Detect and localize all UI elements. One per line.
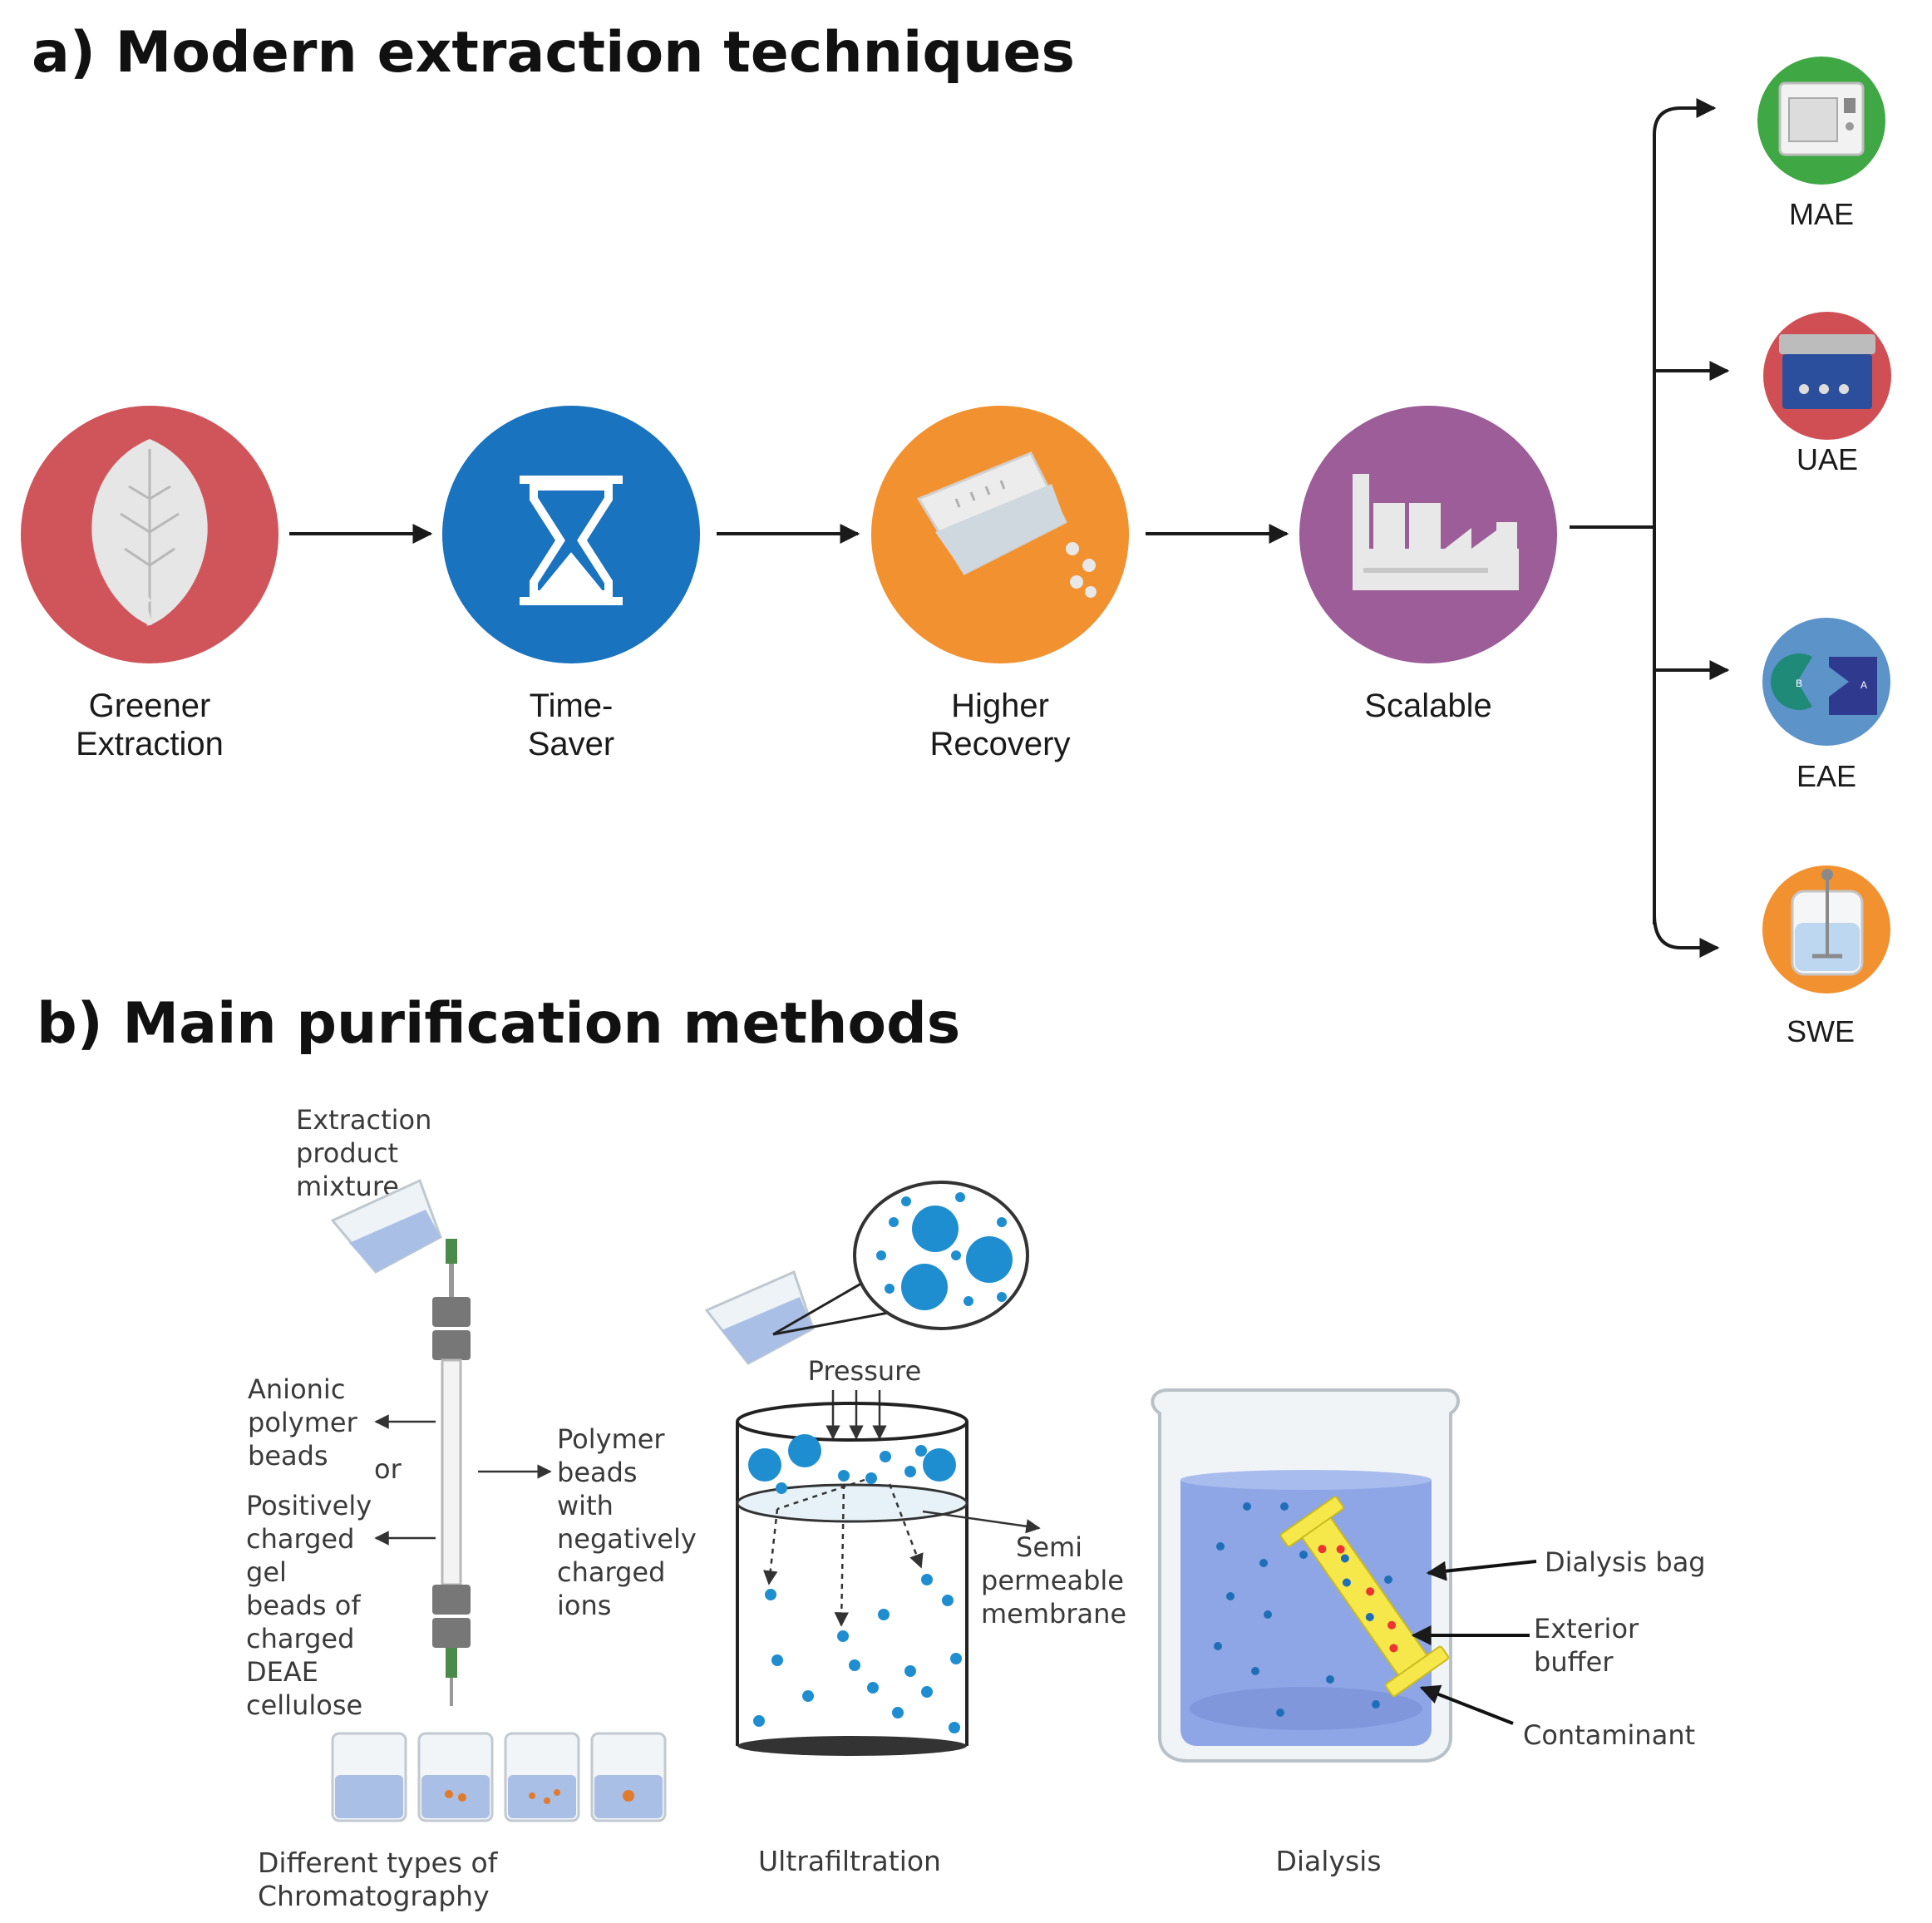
step-label-line1: Higher	[951, 688, 1049, 724]
polymer-label-line6: ions	[557, 1590, 611, 1621]
chromatography-caption-line2: Chromatography	[258, 1880, 490, 1912]
chromatography-panel: Extraction product mixture Anionic polym…	[246, 1104, 697, 1912]
positive-label-line2: charged	[246, 1523, 354, 1555]
method-swe: SWE	[1762, 865, 1890, 1048]
polymer-label-line2: beads	[557, 1457, 638, 1488]
mixture-label-line1: Extraction	[296, 1104, 431, 1136]
beaker-pour-icon	[916, 451, 1097, 598]
molecule-zoom-icon	[853, 1181, 1029, 1330]
section-a-title: a) Modern extraction techniques	[32, 20, 1075, 86]
membrane-label-line2: permeable	[981, 1565, 1124, 1596]
svg-text:A: A	[1861, 679, 1867, 691]
step-higher-recovery: Higher Recovery	[871, 406, 1129, 762]
fraction-beakers-icon	[331, 1732, 667, 1822]
factory-icon	[1353, 474, 1519, 590]
method-eae: B A EAE	[1762, 618, 1890, 793]
positive-label-line1: Positively	[246, 1490, 372, 1521]
dialysis-beaker-icon	[1151, 1388, 1460, 1763]
contaminant-pointer	[1419, 1684, 1514, 1725]
zoom-line	[772, 1308, 907, 1336]
anionic-label-line3: beads	[248, 1440, 328, 1472]
microwave-icon	[1778, 81, 1865, 156]
step-label-line1: Time-	[530, 688, 614, 724]
membrane-label-line3: membrane	[981, 1598, 1126, 1630]
polymer-label-line4: negatively	[557, 1523, 697, 1555]
dialysis-caption: Dialysis	[1275, 1845, 1381, 1877]
step-greener-extraction: Greener Extraction	[21, 406, 278, 762]
polymer-label-line1: Polymer	[557, 1423, 665, 1455]
step-label-line1: Greener	[89, 688, 211, 724]
ultrafiltration-caption: Ultrafiltration	[758, 1845, 941, 1877]
exterior-buffer-label-line2: buffer	[1534, 1646, 1614, 1678]
pressure-label: Pressure	[808, 1355, 922, 1387]
anionic-label-line1: Anionic	[248, 1373, 345, 1405]
method-label: MAE	[1789, 197, 1854, 231]
dialysis-bag-pointer	[1426, 1560, 1537, 1581]
positive-label-line5: charged	[246, 1623, 354, 1654]
polymer-label-line5: charged	[557, 1556, 665, 1588]
ultrafiltration-panel: Pressure	[704, 1181, 1126, 1877]
pouring-beaker-icon	[704, 1270, 815, 1365]
step-label-line2: Extraction	[76, 726, 224, 762]
polymer-label-line3: with	[557, 1490, 614, 1521]
chromatography-column-icon	[432, 1239, 471, 1706]
positive-label-line7: cellulose	[246, 1689, 362, 1721]
section-b-title: b) Main purification methods	[37, 991, 960, 1057]
step-label-line2: Recovery	[930, 726, 1071, 762]
step-scalable: Scalable	[1299, 406, 1557, 724]
positive-label-line4: beads of	[246, 1590, 361, 1621]
dialysis-panel: Dialysis bag Exterior buffer Contaminant…	[1151, 1388, 1706, 1877]
svg-text:B: B	[1796, 678, 1802, 689]
positive-label-line3: gel	[246, 1556, 287, 1588]
positive-label-line6: DEAE	[246, 1656, 318, 1688]
step-time-saver: Time- Saver	[442, 406, 700, 762]
method-mae: MAE	[1757, 57, 1885, 231]
branch-connector	[1570, 98, 1730, 958]
dialysis-bag-label: Dialysis bag	[1545, 1546, 1706, 1578]
enzyme-icon: B A	[1771, 653, 1877, 715]
chromatography-caption-line1: Different types of	[258, 1847, 499, 1879]
mixture-label-line2: product	[296, 1137, 398, 1169]
contaminant-label: Contaminant	[1523, 1719, 1695, 1751]
ultrasonic-bath-icon	[1779, 334, 1875, 409]
method-label: UAE	[1796, 442, 1858, 476]
dialysis-bag	[1279, 1496, 1450, 1698]
ultrafiltration-cylinder-icon	[736, 1402, 968, 1756]
membrane-pointer	[922, 1510, 1041, 1534]
membrane-label-line1: Semi	[1016, 1531, 1082, 1563]
anionic-label-line2: polymer	[248, 1407, 358, 1438]
hourglass-icon	[520, 476, 623, 605]
pouring-beaker-icon	[330, 1178, 442, 1274]
method-label: SWE	[1787, 1014, 1855, 1048]
step-label-line2: Saver	[528, 726, 615, 762]
method-label: EAE	[1796, 759, 1856, 793]
stirred-vessel-icon	[1791, 869, 1864, 976]
membrane-disc	[736, 1483, 968, 1523]
or-label: or	[374, 1453, 402, 1485]
exterior-buffer-label-line1: Exterior	[1534, 1613, 1639, 1644]
step-circle	[442, 406, 700, 663]
method-uae: UAE	[1763, 312, 1891, 476]
leaf-icon	[91, 439, 208, 626]
step-label-line1: Scalable	[1364, 688, 1491, 724]
